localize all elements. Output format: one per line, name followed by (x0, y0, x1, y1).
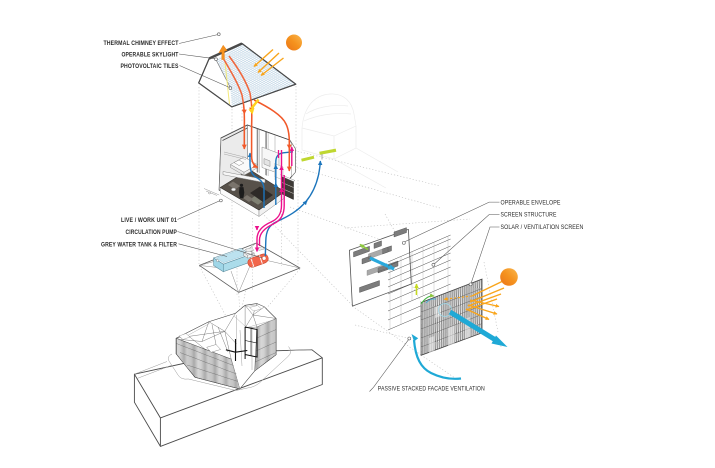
svg-text:GREY WATER TANK & FILTER: GREY WATER TANK & FILTER (101, 241, 177, 248)
svg-text:THERMAL CHIMNEY EFFECT: THERMAL CHIMNEY EFFECT (104, 40, 179, 47)
svg-text:LIVE / WORK UNIT 01: LIVE / WORK UNIT 01 (121, 217, 177, 224)
svg-text:OPERABLE SKYLIGHT: OPERABLE SKYLIGHT (122, 51, 179, 58)
svg-text:OPERABLE ENVELOPE: OPERABLE ENVELOPE (501, 199, 561, 206)
svg-text:SOLAR / VENTILATION SCREEN: SOLAR / VENTILATION SCREEN (501, 224, 584, 231)
svg-text:CIRCULATION PUMP: CIRCULATION PUMP (126, 229, 178, 236)
svg-text:PHOTOVOLTAIC TILES: PHOTOVOLTAIC TILES (121, 63, 179, 70)
svg-text:SCREEN STRUCTURE: SCREEN STRUCTURE (501, 212, 557, 219)
svg-text:PASSIVE STACKED FACADE VENTILA: PASSIVE STACKED FACADE VENTILATION (378, 385, 485, 392)
